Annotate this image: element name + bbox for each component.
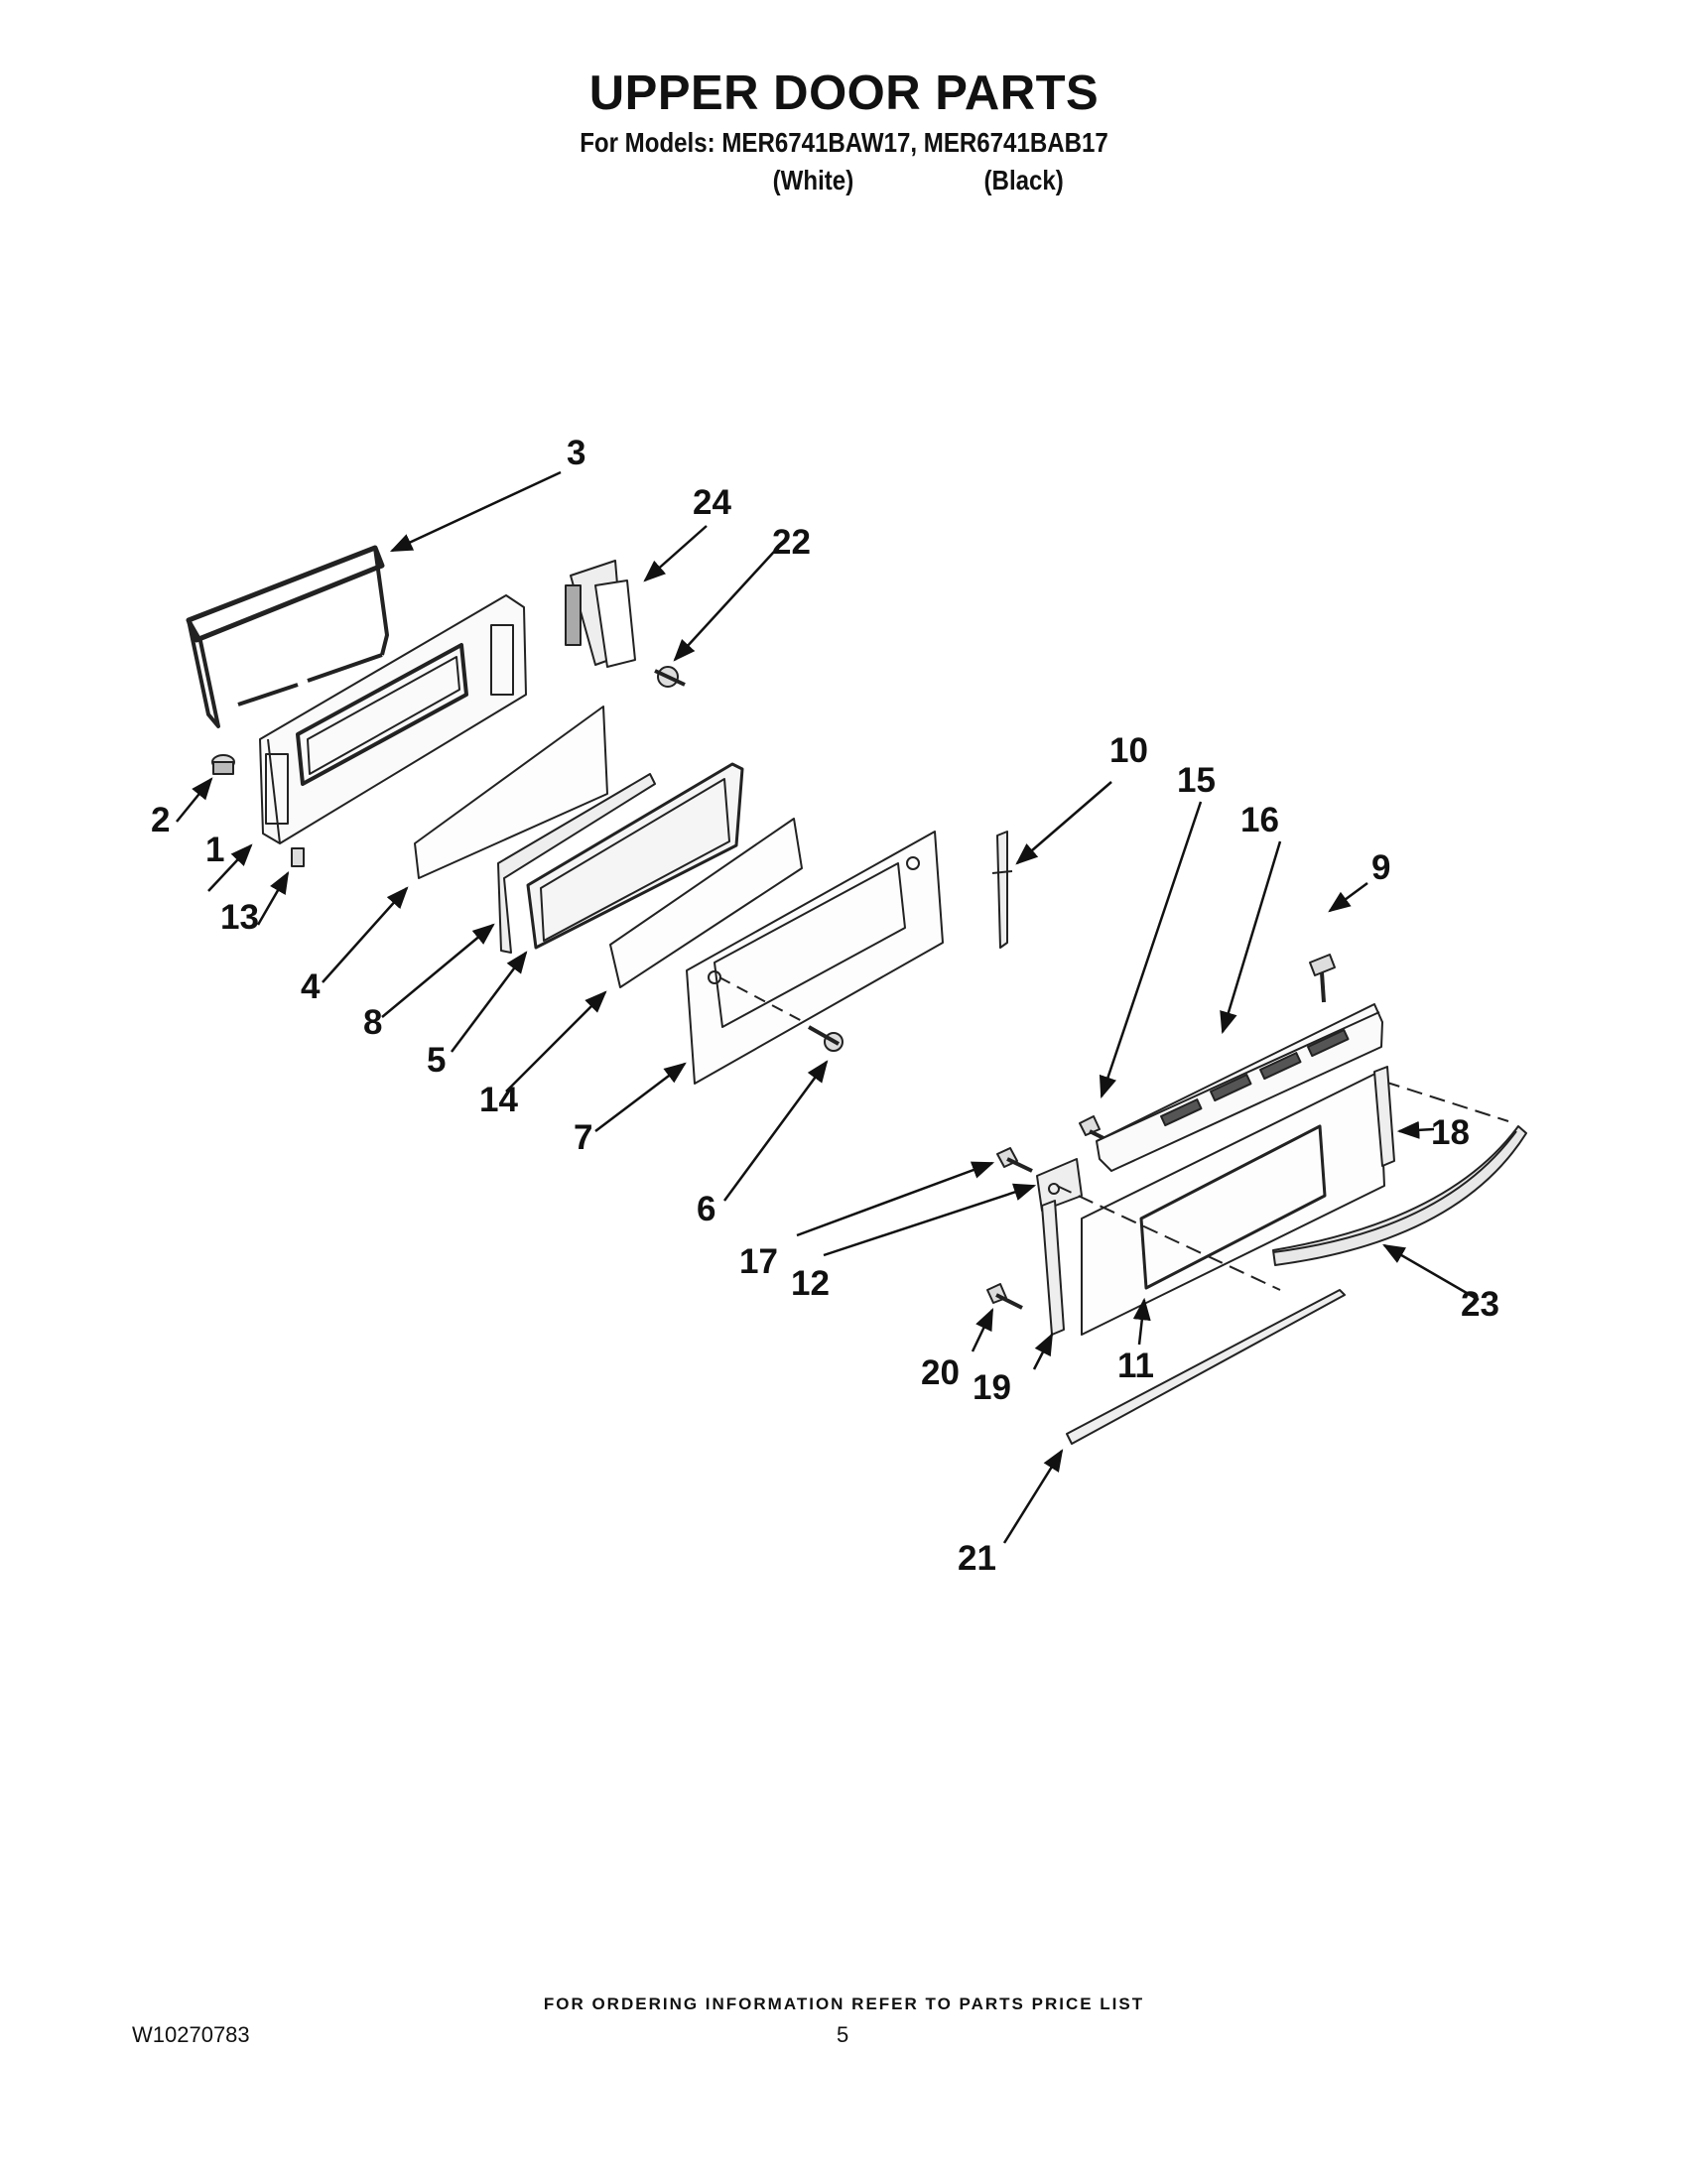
part-18-end-cap [1373, 1066, 1395, 1167]
part-19-side-trim [1041, 1200, 1065, 1336]
part-22-screw [654, 666, 686, 688]
page-number: 5 [837, 2022, 849, 2047]
part-10-hinge-clip [991, 831, 1013, 949]
callout-7: 7 [574, 1118, 592, 1157]
callout-19: 19 [973, 1368, 1011, 1407]
callout-24: 24 [693, 483, 731, 522]
callout-4: 4 [301, 967, 321, 1006]
part-4-inner-glass [414, 706, 608, 879]
callout-17: 17 [739, 1242, 778, 1281]
part-6-screw [808, 1025, 844, 1052]
callout-16: 16 [1240, 801, 1279, 839]
callout-9: 9 [1371, 848, 1390, 887]
callout-5: 5 [427, 1041, 446, 1080]
callout-14: 14 [479, 1081, 518, 1119]
variant-white-label: (White) [772, 165, 854, 195]
ordering-note: FOR ORDERING INFORMATION REFER TO PARTS … [543, 1994, 1145, 2013]
callout-1: 1 [205, 831, 224, 869]
callout-labels: 1 2 3 4 5 6 7 8 9 10 11 12 13 14 15 16 1… [151, 434, 1499, 1578]
part-20-screw [986, 1283, 1023, 1310]
callout-6: 6 [697, 1190, 715, 1228]
part-11-outer-door-panel [1081, 1071, 1385, 1336]
callout-20: 20 [921, 1353, 960, 1392]
callout-15: 15 [1177, 761, 1216, 800]
callout-13: 13 [220, 898, 259, 937]
callout-12: 12 [791, 1264, 830, 1303]
leader-lines [176, 470, 1480, 1544]
callout-11: 11 [1117, 1347, 1154, 1385]
callout-23: 23 [1461, 1285, 1499, 1324]
part-3-gasket [186, 545, 389, 728]
part-16-vent-bracket [1096, 1003, 1383, 1172]
part-21-bottom-trim [1066, 1289, 1346, 1445]
callout-10: 10 [1109, 731, 1148, 770]
callout-8: 8 [363, 1003, 382, 1042]
part-24-hinge-bracket [565, 560, 636, 668]
part-13-clip [291, 847, 305, 867]
callout-18: 18 [1431, 1113, 1470, 1152]
callout-2: 2 [151, 801, 170, 839]
part-5-glass-pack-frame [526, 762, 744, 950]
callout-21: 21 [958, 1539, 996, 1578]
part-8-spacer [497, 773, 656, 954]
callout-22: 22 [772, 523, 811, 562]
part-1-inner-door-frame [259, 594, 527, 844]
part-17-screw [996, 1147, 1033, 1173]
document-number: W10270783 [132, 2022, 250, 2047]
part-12-bracket [1036, 1158, 1083, 1212]
page-title: UPPER DOOR PARTS [588, 66, 1100, 120]
callout-3: 3 [567, 434, 585, 472]
part-9-screw [1309, 954, 1336, 1003]
part-14-outer-glass [609, 818, 803, 988]
part-2-grommet [211, 754, 235, 775]
variant-black-label: (Black) [983, 165, 1064, 195]
models-line: For Models: MER6741BAW17, MER6741BAB17 [580, 127, 1108, 158]
part-7-door-panel [686, 831, 944, 1085]
part-23-handle [1272, 1125, 1527, 1266]
